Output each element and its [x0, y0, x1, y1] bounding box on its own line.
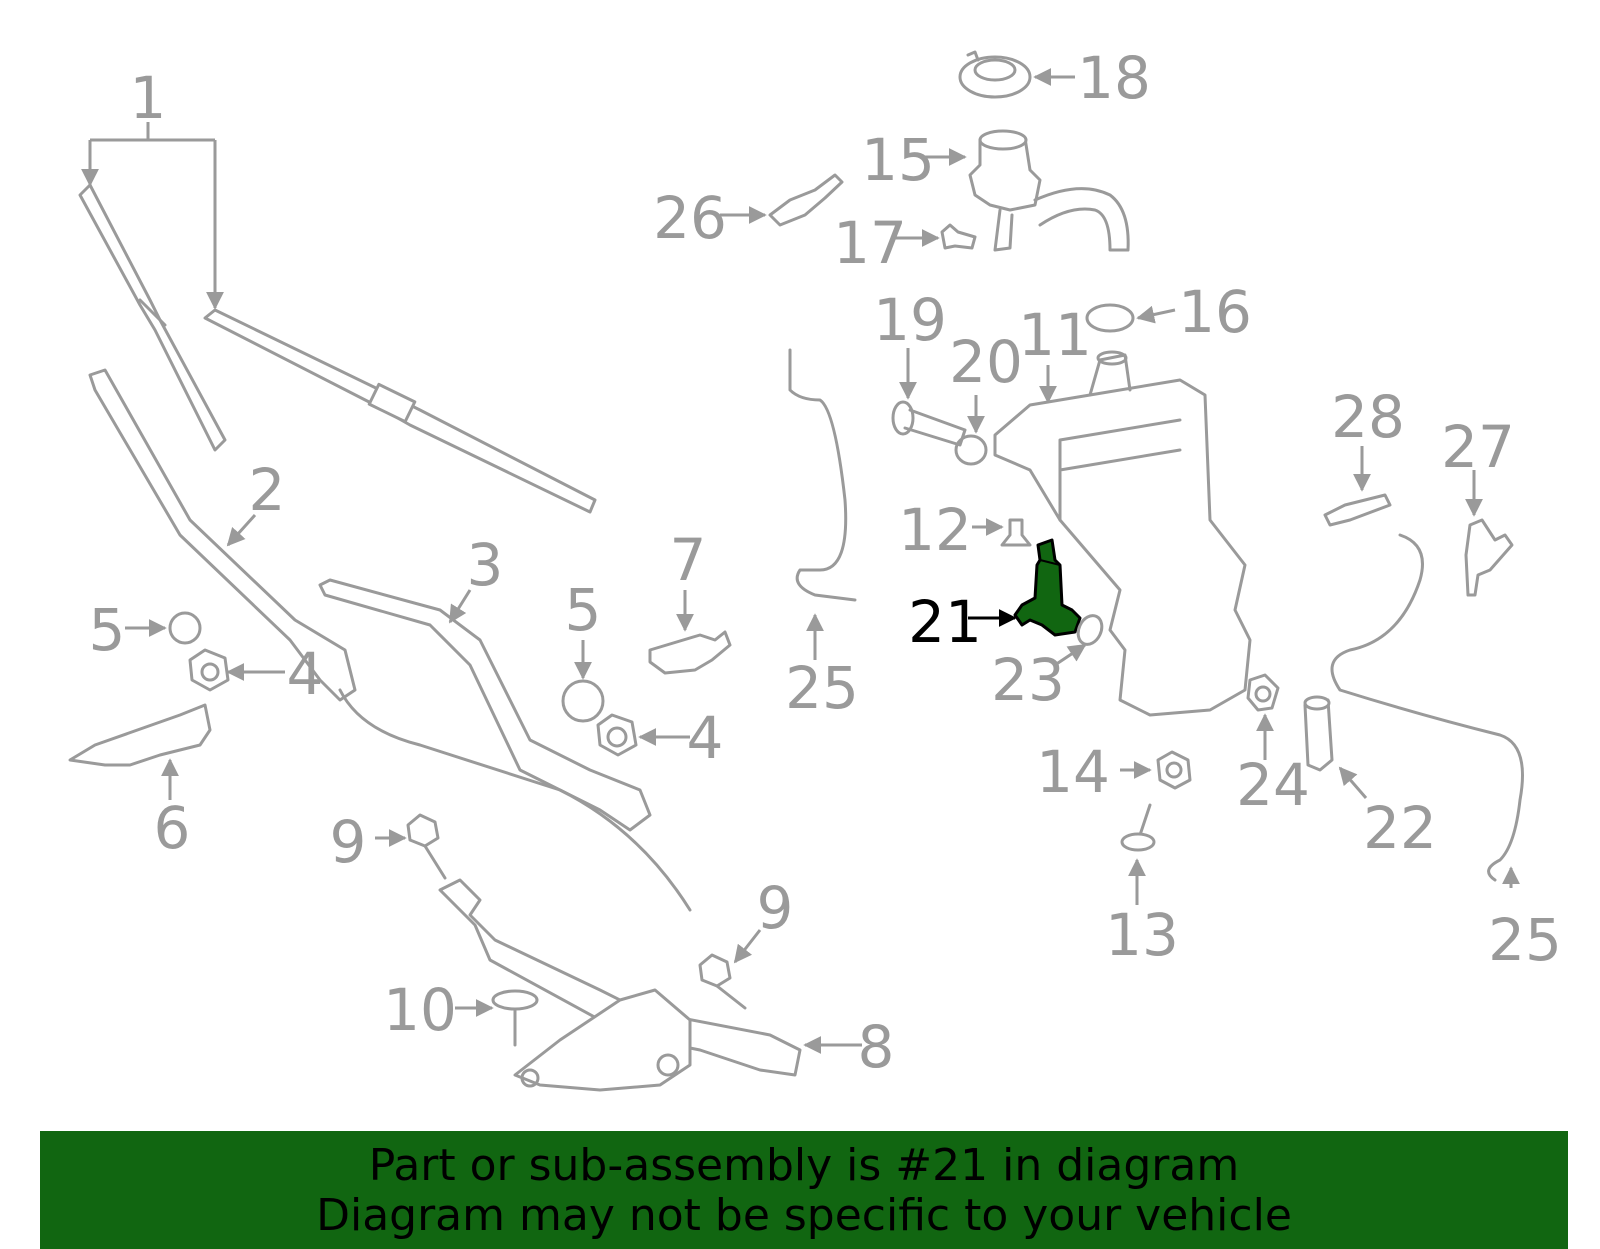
callout-14: 14: [1036, 738, 1110, 806]
bolt-10: [491, 989, 539, 1047]
callout-20: 20: [949, 328, 1023, 396]
cap-5b: [561, 679, 605, 723]
callout-12: 12: [898, 496, 972, 564]
filler-cap-18: [958, 50, 1032, 99]
callout-6: 6: [154, 794, 191, 862]
callout-9b: 9: [757, 874, 794, 942]
callout-22: 22: [1363, 794, 1437, 862]
hose-25a: [788, 348, 857, 602]
callout-16: 16: [1178, 278, 1252, 346]
o-ring-16: [1085, 303, 1135, 333]
banner-line-2: Diagram may not be specific to your vehi…: [316, 1190, 1292, 1241]
bolt-13: [1120, 803, 1156, 852]
callout-4a: 4: [287, 640, 324, 708]
callout-8: 8: [858, 1013, 895, 1081]
leader-lines: [81, 68, 1520, 1054]
callout-18: 18: [1077, 44, 1151, 112]
callout-19: 19: [873, 286, 947, 354]
callout-7: 7: [670, 526, 707, 594]
callout-15: 15: [861, 126, 935, 194]
washer-pump-21: [1013, 538, 1082, 637]
callout-23: 23: [991, 646, 1065, 714]
callout-2: 2: [249, 456, 286, 524]
nut-4b: [596, 713, 638, 757]
callout-1: 1: [130, 64, 167, 132]
bolt-9a: [406, 813, 447, 880]
bracket-27: [1464, 518, 1514, 597]
seal-23: [1076, 614, 1104, 646]
callout-13: 13: [1105, 901, 1179, 969]
washer-nozzle-7: [648, 630, 732, 675]
push-pin-19: [891, 400, 967, 447]
cowl-cover-6: [68, 703, 212, 767]
wiper-blade-left: [78, 183, 227, 452]
bolt-9b: [698, 953, 747, 1010]
cap-5a: [168, 611, 202, 645]
wiper-blade-right: [203, 308, 597, 514]
clip-17: [940, 223, 977, 250]
callout-17: 17: [833, 209, 907, 277]
grommet-20: [954, 434, 988, 466]
callout-5a: 5: [89, 596, 126, 664]
callout-5b: 5: [565, 576, 602, 644]
hose-25b: [1330, 533, 1524, 882]
banner-line-1: Part or sub-assembly is #21 in diagram: [368, 1140, 1240, 1191]
callout-26: 26: [653, 184, 727, 252]
callout-25a: 25: [785, 654, 859, 722]
washer-pump-22: [1303, 695, 1334, 772]
grommet-24: [1246, 673, 1280, 712]
filler-neck-15: [968, 129, 1130, 252]
callout-27: 27: [1441, 413, 1515, 481]
callout-21: 21: [908, 588, 982, 656]
callout-3: 3: [467, 531, 504, 599]
callout-10: 10: [383, 976, 457, 1044]
callout-4b: 4: [687, 704, 724, 772]
nut-14: [1156, 750, 1192, 790]
nut-4a: [188, 648, 230, 692]
info-banner: Part or sub-assembly is #21 in diagram D…: [40, 1131, 1568, 1249]
callout-28: 28: [1331, 383, 1405, 451]
clip-12: [1000, 518, 1032, 547]
callout-9a: 9: [330, 808, 367, 876]
callout-11: 11: [1018, 301, 1092, 369]
callout-24: 24: [1236, 751, 1310, 819]
push-pin-28: [1323, 493, 1392, 527]
wiper-linkage-motor: [438, 878, 802, 1092]
washer-reservoir-11: [993, 350, 1252, 717]
callout-25b: 25: [1488, 906, 1562, 974]
clip-26: [768, 173, 844, 227]
